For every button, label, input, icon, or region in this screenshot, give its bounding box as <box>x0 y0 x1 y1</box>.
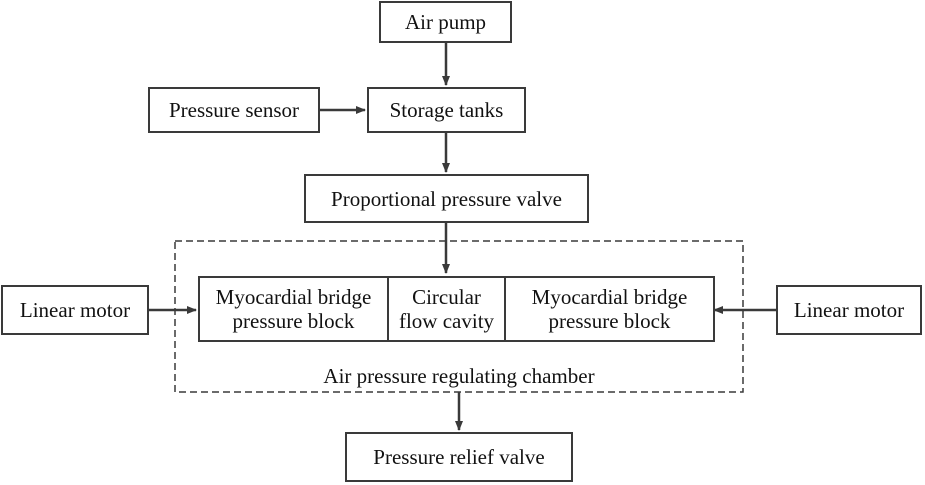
linear-motor-right-box: Linear motor <box>776 285 922 335</box>
linear-motor-left-label: Linear motor <box>19 298 131 322</box>
proportional-valve-box: Proportional pressure valve <box>304 174 589 223</box>
chamber-label: Air pressure regulating chamber <box>323 364 595 388</box>
pressure-relief-valve-label: Pressure relief valve <box>373 445 545 469</box>
myocardial-block-left-label: Myocardial bridge pressure block <box>215 285 372 333</box>
air-pump-box: Air pump <box>379 1 512 43</box>
myocardial-block-left-box: Myocardial bridge pressure block <box>198 276 389 342</box>
pressure-sensor-box: Pressure sensor <box>148 87 320 133</box>
myocardial-block-right-label: Myocardial bridge pressure block <box>531 285 688 333</box>
circular-cavity-box: Circular flow cavity <box>387 276 506 342</box>
air-pump-label: Air pump <box>404 10 487 34</box>
pressure-sensor-label: Pressure sensor <box>168 98 300 122</box>
storage-tanks-label: Storage tanks <box>389 98 504 122</box>
pressure-relief-valve-box: Pressure relief valve <box>345 432 573 482</box>
storage-tanks-box: Storage tanks <box>367 87 526 133</box>
linear-motor-right-label: Linear motor <box>793 298 905 322</box>
circular-cavity-label: Circular flow cavity <box>398 285 495 333</box>
myocardial-block-right-box: Myocardial bridge pressure block <box>504 276 715 342</box>
proportional-valve-label: Proportional pressure valve <box>331 186 562 211</box>
linear-motor-left-box: Linear motor <box>1 285 149 335</box>
